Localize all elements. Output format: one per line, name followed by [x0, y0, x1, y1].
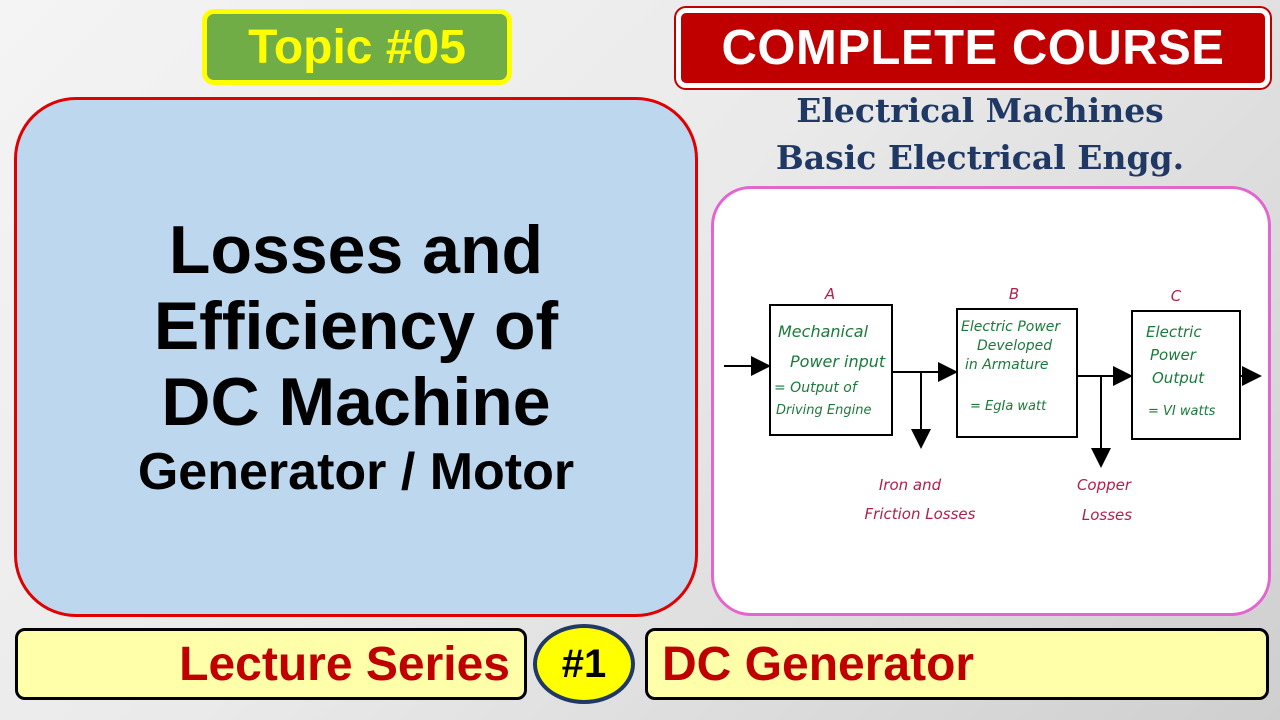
block-a — [769, 304, 893, 436]
title-line-2: Efficiency of — [153, 287, 559, 364]
block-a-line-1: Mechanical — [778, 322, 869, 341]
block-b-line-3: in Armature — [965, 357, 1049, 373]
subject-basic-electrical: Basic Electrical Engg. — [775, 138, 1185, 177]
copper-losses-line-2: Losses — [1082, 506, 1132, 524]
title-panel: Losses and Efficiency of DC Machine Gene… — [14, 97, 698, 617]
block-a-letter: A — [824, 285, 835, 303]
block-c-line-1: Electric — [1146, 323, 1202, 341]
course-banner-label: COMPLETE COURSE — [721, 21, 1225, 75]
block-c-line-2: Power — [1150, 346, 1197, 364]
series-name-label: DC Generator — [662, 637, 975, 691]
lecture-series-bar: Lecture Series — [15, 628, 527, 700]
block-c-line-4: = VI watts — [1148, 404, 1216, 419]
topic-label: Topic #05 — [248, 20, 466, 74]
lecture-series-label: Lecture Series — [179, 637, 510, 691]
power-flow-svg: A Mechanical Power input = Output of Dri… — [724, 285, 1262, 524]
series-number-badge: #1 — [533, 624, 635, 704]
block-b-line-4: = EgIa watt — [970, 399, 1047, 414]
block-a-line-3: = Output of — [774, 380, 859, 396]
block-b-line-1: Electric Power — [961, 319, 1061, 335]
block-a-line-2: Power input — [790, 352, 886, 371]
subject-electrical-machines: Electrical Machines — [796, 91, 1164, 130]
block-a-line-4: Driving Engine — [776, 403, 871, 418]
block-c-line-3: Output — [1152, 369, 1205, 387]
iron-losses-line-1: Iron and — [879, 476, 942, 494]
block-b — [956, 308, 1078, 438]
block-b-line-2: Developed — [977, 338, 1052, 354]
iron-losses-line-2: Friction Losses — [865, 505, 976, 523]
title-subtitle: Generator / Motor — [137, 443, 575, 502]
topic-badge: Topic #05 — [202, 9, 512, 85]
block-b-letter: B — [1009, 285, 1019, 303]
power-flow-diagram: A Mechanical Power input = Output of Dri… — [711, 186, 1271, 616]
series-number: #1 — [561, 641, 607, 686]
block-c-letter: C — [1171, 287, 1182, 305]
series-name-bar: DC Generator — [645, 628, 1269, 700]
title-line-3: DC Machine — [161, 364, 551, 441]
copper-losses-line-1: Copper — [1077, 476, 1132, 494]
course-banner: COMPLETE COURSE — [676, 8, 1270, 88]
title-line-1: Losses and — [168, 211, 544, 288]
